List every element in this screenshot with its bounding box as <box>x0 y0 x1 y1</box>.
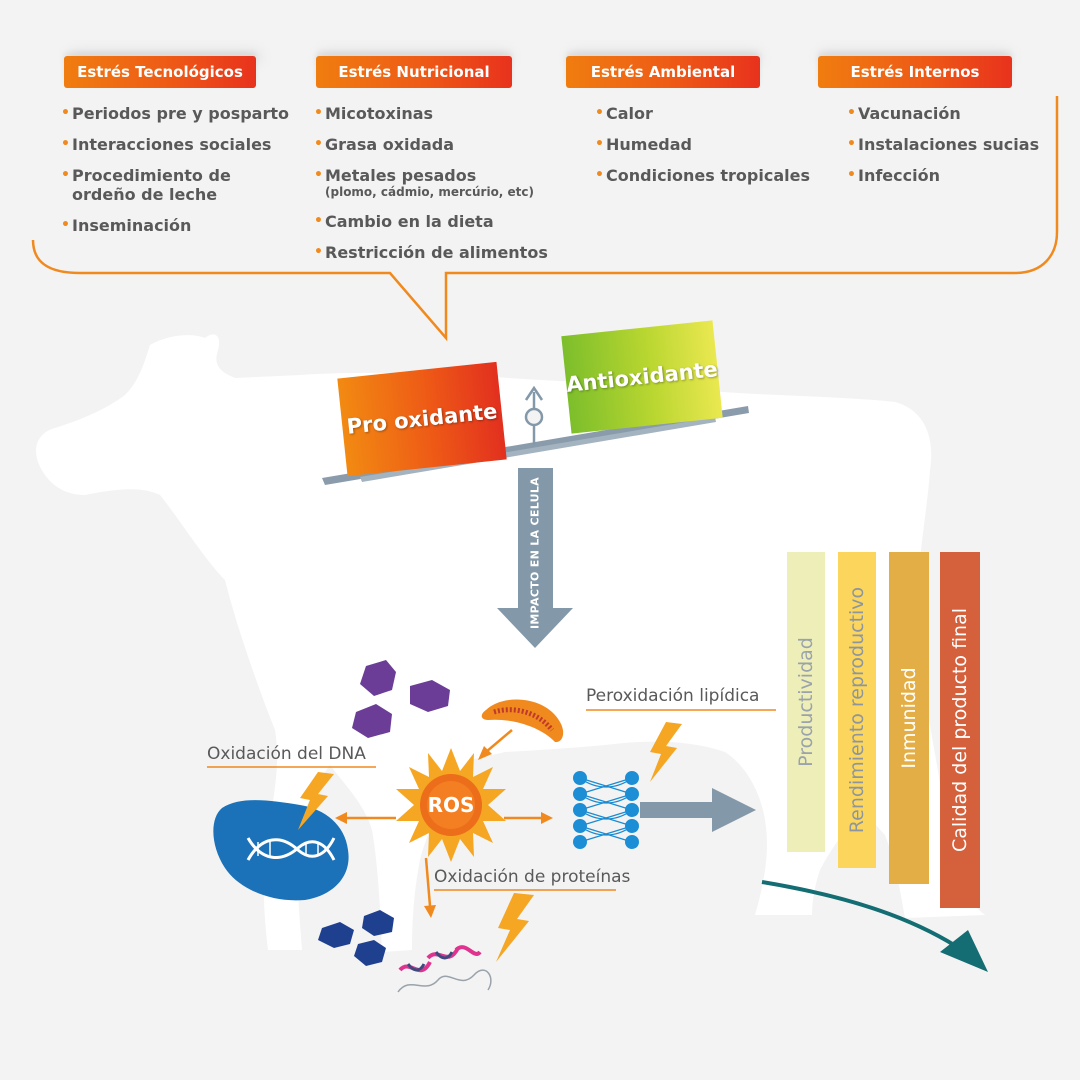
stress-item: Cambio en la dieta <box>314 212 555 231</box>
stress-item: Procedimiento de ordeño de leche <box>61 166 247 204</box>
decline-arrow-icon <box>761 880 967 954</box>
bar-final-product-quality: Calidad del producto final <box>940 552 980 908</box>
label-underlines <box>207 709 776 891</box>
stress-list-nutritional: Micotoxinas Grasa oxidada Metales pesado… <box>314 104 555 274</box>
lightning-icons <box>298 722 682 962</box>
stress-item: Instalaciones sucias <box>847 135 1048 154</box>
impact-label: IMPACTO EN LA CELULA <box>528 477 542 629</box>
stress-list-internal: Vacunación Instalaciones sucias Infecció… <box>847 104 1048 197</box>
protein-oxidation-label: Oxidación de proteínas <box>434 867 631 887</box>
ros-burst-icon <box>396 748 506 862</box>
antioxidant-box: Antioxidante <box>561 320 723 434</box>
protein-coil-icon <box>397 945 492 993</box>
purple-cell-icons <box>352 660 450 738</box>
stress-item: Micotoxinas <box>314 104 555 123</box>
stress-list-technological: Periodos pre y posparto Interacciones so… <box>61 104 302 247</box>
stress-item: Grasa oxidada <box>314 135 555 154</box>
stress-tab-internal: Estrés Internos <box>818 56 1012 88</box>
cow-silhouette <box>35 334 985 952</box>
stress-item: Infección <box>847 166 1048 185</box>
stress-item: Interacciones sociales <box>61 135 302 154</box>
dna-icon <box>213 800 349 901</box>
ros-arrows <box>335 729 553 918</box>
stress-item: Restricción de alimentos <box>314 243 555 262</box>
stress-item: Inseminación <box>61 216 302 235</box>
stress-item: Vacunación <box>847 104 1048 123</box>
bar-immunity: Inmunidad <box>889 552 929 884</box>
stress-item: Periodos pre y posparto <box>61 104 302 123</box>
bubble-outline <box>31 96 1059 342</box>
bar-reproductive-performance: Rendimiento reproductivo <box>838 552 876 868</box>
protein-blob-icons <box>318 910 394 966</box>
stress-tab-nutritional: Estrés Nutricional <box>316 56 512 88</box>
pro-oxidant-box: Pro oxidante <box>337 361 507 477</box>
stress-item: Condiciones tropicales <box>595 166 816 185</box>
ros-label: ROS <box>427 793 475 817</box>
impact-arrow-icon <box>497 468 573 648</box>
stress-tab-environmental: Estrés Ambiental <box>566 56 760 88</box>
bar-productivity: Productividad <box>787 552 825 852</box>
lipid-membrane-icon <box>573 771 639 849</box>
mitochondria-icon <box>481 699 564 743</box>
stress-item: Humedad <box>595 135 816 154</box>
effect-arrow-icon <box>640 788 756 832</box>
dna-oxidation-label: Oxidación del DNA <box>207 744 366 764</box>
stress-item: Metales pesados(plomo, cádmio, mercúrio,… <box>314 166 555 200</box>
stress-tab-technological: Estrés Tecnológicos <box>64 56 256 88</box>
balance-indicator-icon <box>524 385 544 445</box>
lipid-peroxidation-label: Peroxidación lipídica <box>586 686 760 706</box>
stress-item: Calor <box>595 104 816 123</box>
stress-list-environmental: Calor Humedad Condiciones tropicales <box>595 104 816 197</box>
